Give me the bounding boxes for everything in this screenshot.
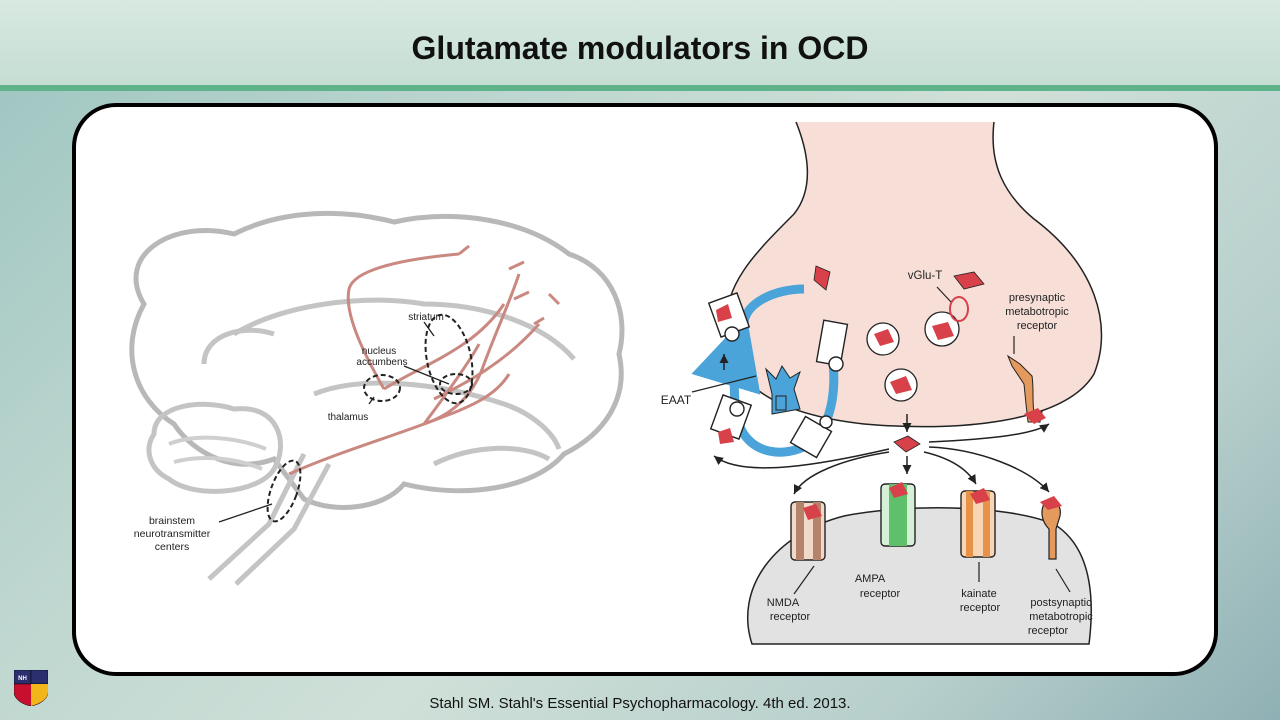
nucleus-accumbens-region [439, 373, 473, 395]
label-brainstem: brainstem [149, 515, 195, 527]
glutamate-molecule [874, 329, 894, 346]
label-ampa-receptor: receptor [860, 588, 901, 600]
brain-gyrus-2 [313, 380, 562, 450]
label-presynaptic: presynaptic [1009, 292, 1066, 304]
glial-transporter [815, 319, 849, 372]
label-striatum: striatum [408, 312, 444, 323]
glutamate-pathways [288, 244, 561, 476]
label-nmda-receptor: receptor [770, 611, 811, 623]
label-neurotransmitter: neurotransmitter [134, 528, 211, 540]
brainstem-region [266, 459, 302, 523]
postsynaptic-neuron [747, 507, 1093, 645]
post-receptor-leader [1055, 568, 1071, 593]
glutamate-molecule [1024, 408, 1046, 424]
label-nucleus: nucleus [362, 346, 396, 357]
thalamus-region [363, 374, 401, 402]
vglu-leader [936, 286, 952, 303]
label-nmda: NMDA [767, 597, 800, 609]
brain-diagram: striatum nucleus accumbens thalamus brai… [129, 210, 625, 586]
label-accumbens: accumbens [356, 357, 407, 368]
figure-panel: striatum nucleus accumbens thalamus brai… [72, 103, 1218, 676]
glutamate-molecule [953, 271, 985, 290]
nmda-receptor [790, 501, 826, 561]
cerebellum [146, 401, 283, 494]
title-bar [0, 0, 1280, 88]
label-thalamus: thalamus [328, 412, 369, 423]
vglu-transporter [949, 296, 969, 322]
label-pre-metabotropic: metabotropic [1005, 306, 1069, 318]
thalamus-leader [368, 396, 375, 405]
brain-gyrus-1 [232, 297, 576, 361]
label-kainate: kainate [961, 588, 996, 600]
logo-text: NH [18, 676, 27, 682]
nmda-leader [793, 565, 815, 595]
kainate-receptor [960, 488, 996, 558]
glial-transporter [709, 394, 753, 444]
slide-title: Glutamate modulators in OCD [411, 30, 869, 66]
figure-svg: striatum nucleus accumbens thalamus brai… [129, 121, 1103, 645]
synapse-diagram: vGlu-T presynaptic metabotropic receptor… [661, 121, 1103, 645]
label-kainate-receptor: receptor [960, 602, 1001, 614]
ampa-receptor [880, 482, 916, 547]
citation: Stahl SM. Stahl's Essential Psychopharma… [429, 695, 851, 712]
cerebellum-folds [168, 435, 267, 471]
brain-gyrus-3 [201, 327, 275, 365]
glial-transporter [789, 415, 833, 459]
brain-gyrus-4 [432, 445, 551, 467]
label-ampa: AMPA [855, 573, 886, 585]
institution-logo: NH [14, 670, 48, 706]
label-centers: centers [155, 541, 189, 553]
label-postsynaptic: postsynaptic [1030, 597, 1092, 609]
released-glutamate [893, 435, 921, 453]
eaat-transporter [765, 364, 801, 415]
label-post-metabotropic: metabotropic [1029, 611, 1093, 623]
brainstem-leader [218, 503, 273, 523]
eaat-leader [691, 375, 757, 393]
postsynaptic-metabotropic-receptor [1040, 496, 1062, 560]
striatum-leader [423, 321, 435, 337]
glial-transporter [707, 292, 751, 342]
presynaptic-metabotropic-receptor [1006, 354, 1043, 423]
accumbens-leader [403, 365, 450, 385]
striatum-region [424, 313, 474, 405]
label-eaat: EAAT [661, 393, 692, 407]
release-arrows [713, 354, 1050, 495]
label-vglu-t: vGlu-T [908, 270, 943, 282]
eaat-pore [775, 395, 787, 411]
brainstem [207, 452, 332, 586]
label-post-receptor: receptor [1028, 625, 1069, 637]
label-pre-receptor: receptor [1017, 320, 1058, 332]
glutamate-molecule [932, 322, 954, 340]
glutamate-molecule [890, 376, 912, 394]
title-divider [0, 85, 1280, 91]
